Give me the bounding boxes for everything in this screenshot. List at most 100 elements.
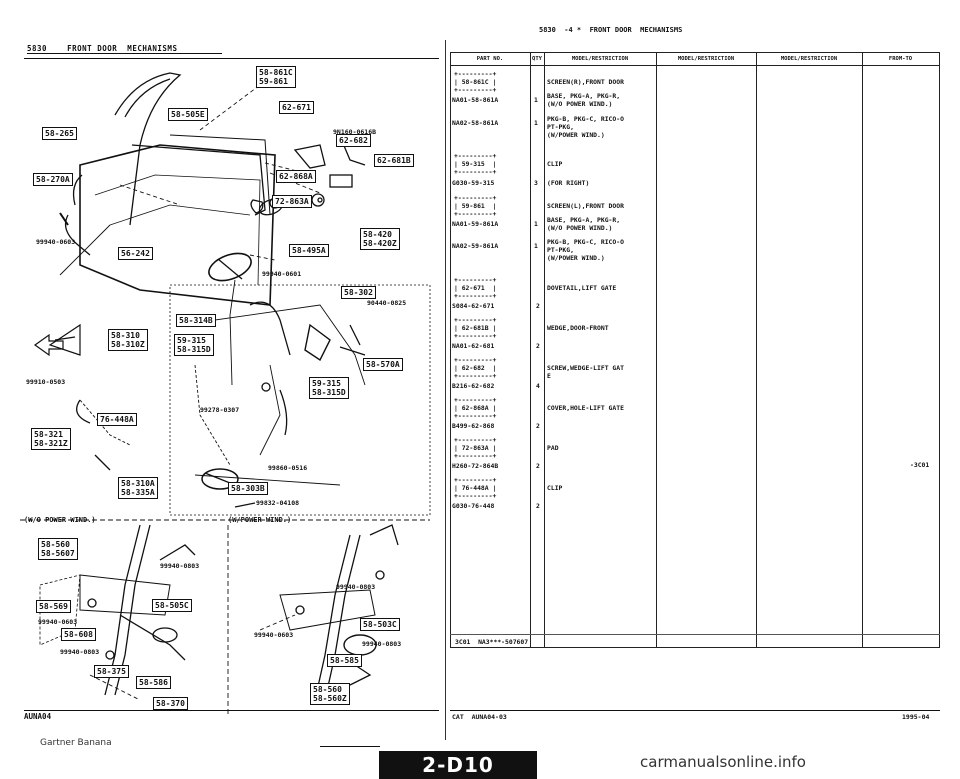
part-label-99940-0601: 99940-0601 <box>262 270 302 278</box>
part-label-99940-0803-b: 99940-0803 <box>60 648 100 656</box>
callout-58-321: 58-321 58-321Z <box>31 428 71 450</box>
callout-58-303b: 58-303B <box>228 482 268 495</box>
table-footnote: 3C01 NA3***-507607 <box>455 638 529 646</box>
callout-58-314b: 58-314B <box>176 314 216 327</box>
part-label-99278-0307: 99278-0307 <box>200 406 240 414</box>
right-footer-rule <box>450 710 940 711</box>
callout-62-671: 62-671 <box>279 101 314 114</box>
col-header-part-no: PART NO. <box>476 56 504 62</box>
part-label-99940-0803-c: 99940-0803 <box>336 583 376 591</box>
callout-58-270a: 58-270A <box>33 173 73 186</box>
callout-62-681b: 62-681B <box>374 154 414 167</box>
callout-62-682: 62-682 <box>336 134 371 147</box>
callout-59-315-upper: 59-315 58-315D <box>174 334 214 356</box>
col-rule-1 <box>530 52 531 648</box>
row-part-9: S084-62-671 <box>452 302 495 310</box>
row-qty-2: 1 <box>534 119 538 127</box>
row-qty-7: 1 <box>534 242 538 250</box>
row-desc-0: SCREEN(R),FRONT DOOR <box>547 78 624 86</box>
row-part-11: NA01-62-681 <box>452 342 495 350</box>
callout-76-448a: 76-448A <box>97 413 137 426</box>
left-section-title: 5830 FRONT DOOR MECHANISMS <box>27 45 222 54</box>
part-label-9n160: 9N160-0616B <box>333 128 377 136</box>
sublabel-with-power-window: (W/POWER WIND.) <box>228 516 292 524</box>
col-rule-0 <box>450 52 451 648</box>
left-header-rule <box>24 58 439 59</box>
row-part-15: B499-62-868 <box>452 422 495 430</box>
part-label-99940-0603-a: 99940-0603 <box>36 238 76 246</box>
callout-58-586: 58-586 <box>136 676 171 689</box>
col-rule-3 <box>656 52 657 648</box>
table-header-rule <box>450 65 940 66</box>
callout-58-585: 58-585 <box>327 654 362 667</box>
row-desc-10: WEDGE,DOOR-FRONT <box>547 324 609 332</box>
part-label-99860-0516: 99860-0516 <box>268 464 308 472</box>
callout-58-570a: 58-570A <box>363 358 403 371</box>
col-rule-2 <box>544 52 545 648</box>
row-desc-16: PAD <box>547 444 559 452</box>
col-rule-6 <box>939 52 940 648</box>
page-gutter <box>445 40 446 740</box>
door-mechanism-illustration <box>20 72 431 715</box>
part-label-99910-0503: 99910-0503 <box>26 378 66 386</box>
row-desc-1: BASE, PKG-A, PKG-R, (W/O POWER WIND.) <box>547 92 621 108</box>
col-header-model-3: MODEL/RESTRICTION <box>780 56 838 62</box>
callout-58-302: 58-302 <box>341 286 376 299</box>
row-qty-19: 2 <box>536 502 540 510</box>
callout-58-608: 58-608 <box>61 628 96 641</box>
callout-59-315-lower: 59-315 58-315D <box>309 377 349 399</box>
row-desc-8: DOVETAIL,LIFT GATE <box>547 284 617 292</box>
callout-58-560-right: 58-560 58-560Z <box>310 683 350 705</box>
callout-58-569: 58-569 <box>36 600 71 613</box>
part-label-99940-0603-c: 99940-0603 <box>254 631 294 639</box>
row-desc-7: PKG-B, PKG-C, RICO-O PT-PKG, (W/POWER WI… <box>547 238 624 262</box>
col-header-from-to: FROM-TO <box>888 56 913 62</box>
row-part-6: NA01-59-861A <box>452 220 499 228</box>
row-part-13: B216-62-682 <box>452 382 495 390</box>
from-to-note: -3C01 <box>910 461 930 469</box>
table-top-rule <box>450 52 940 53</box>
callout-58-505c: 58-505C <box>152 599 192 612</box>
row-part-8: +---------+ | 62-671 | +---------+ <box>454 276 497 300</box>
right-cat-code: CAT AUNA04-03 <box>452 713 507 721</box>
row-part-12: +---------+ | 62-682 | +---------+ <box>454 356 497 380</box>
callout-58-495a: 58-495A <box>289 244 329 257</box>
parts-table: PART NO. QTY MODEL/RESTRICTION MODEL/RES… <box>450 52 940 648</box>
row-part-10: +---------+ | 62-681B | +---------+ <box>454 316 497 340</box>
watermark: carmanualsonline.info <box>640 753 806 771</box>
part-label-99940-0803-a: 99940-0803 <box>160 562 200 570</box>
row-qty-4: 3 <box>534 179 538 187</box>
row-desc-18: CLIP <box>547 484 563 492</box>
row-desc-14: COVER,HOLE-LIFT GATE <box>547 404 624 412</box>
credit-text: Gartner Banana <box>40 738 112 748</box>
row-desc-4: (FOR RIGHT) <box>547 179 590 187</box>
row-qty-13: 4 <box>536 382 540 390</box>
row-qty-17: 2 <box>536 462 540 470</box>
callout-72-863a: 72-863A <box>272 195 312 208</box>
callout-58-375: 58-375 <box>94 665 129 678</box>
row-part-4: G030-59-315 <box>452 179 495 187</box>
row-part-18: +---------+ | 76-448A | +---------+ <box>454 476 497 500</box>
row-part-19: G030-76-448 <box>452 502 495 510</box>
row-qty-15: 2 <box>536 422 540 430</box>
part-label-99940-0603-b: 99940-0603 <box>38 618 78 626</box>
row-qty-1: 1 <box>534 96 538 104</box>
callout-58-420: 58-420 58-420Z <box>360 228 400 250</box>
row-part-14: +---------+ | 62-868A | +---------+ <box>454 396 497 420</box>
row-part-16: +---------+ | 72-863A | +---------+ <box>454 436 497 460</box>
part-label-99832-04108: 99832-04108 <box>256 499 300 507</box>
callout-58-370: 58-370 <box>153 697 188 710</box>
callout-58-505e: 58-505E <box>168 108 208 121</box>
row-part-7: NA02-59-861A <box>452 242 499 250</box>
right-page-header: 5830 -4 * FRONT DOOR MECHANISMS <box>539 26 683 34</box>
row-part-0: +---------+ | 58-861C | +---------+ <box>454 70 497 94</box>
tag-leader-line <box>320 746 380 747</box>
row-part-2: NA02-58-861A <box>452 119 499 127</box>
row-qty-9: 2 <box>536 302 540 310</box>
row-desc-2: PKG-B, PKG-C, RICO-O PT-PKG, (W/POWER WI… <box>547 115 624 139</box>
page-tag: 2-D10 <box>379 751 537 779</box>
row-qty-11: 2 <box>536 342 540 350</box>
callout-56-242: 56-242 <box>118 247 153 260</box>
col-header-model-2: MODEL/RESTRICTION <box>677 56 735 62</box>
callout-58-310a: 58-310A 58-335A <box>118 477 158 499</box>
